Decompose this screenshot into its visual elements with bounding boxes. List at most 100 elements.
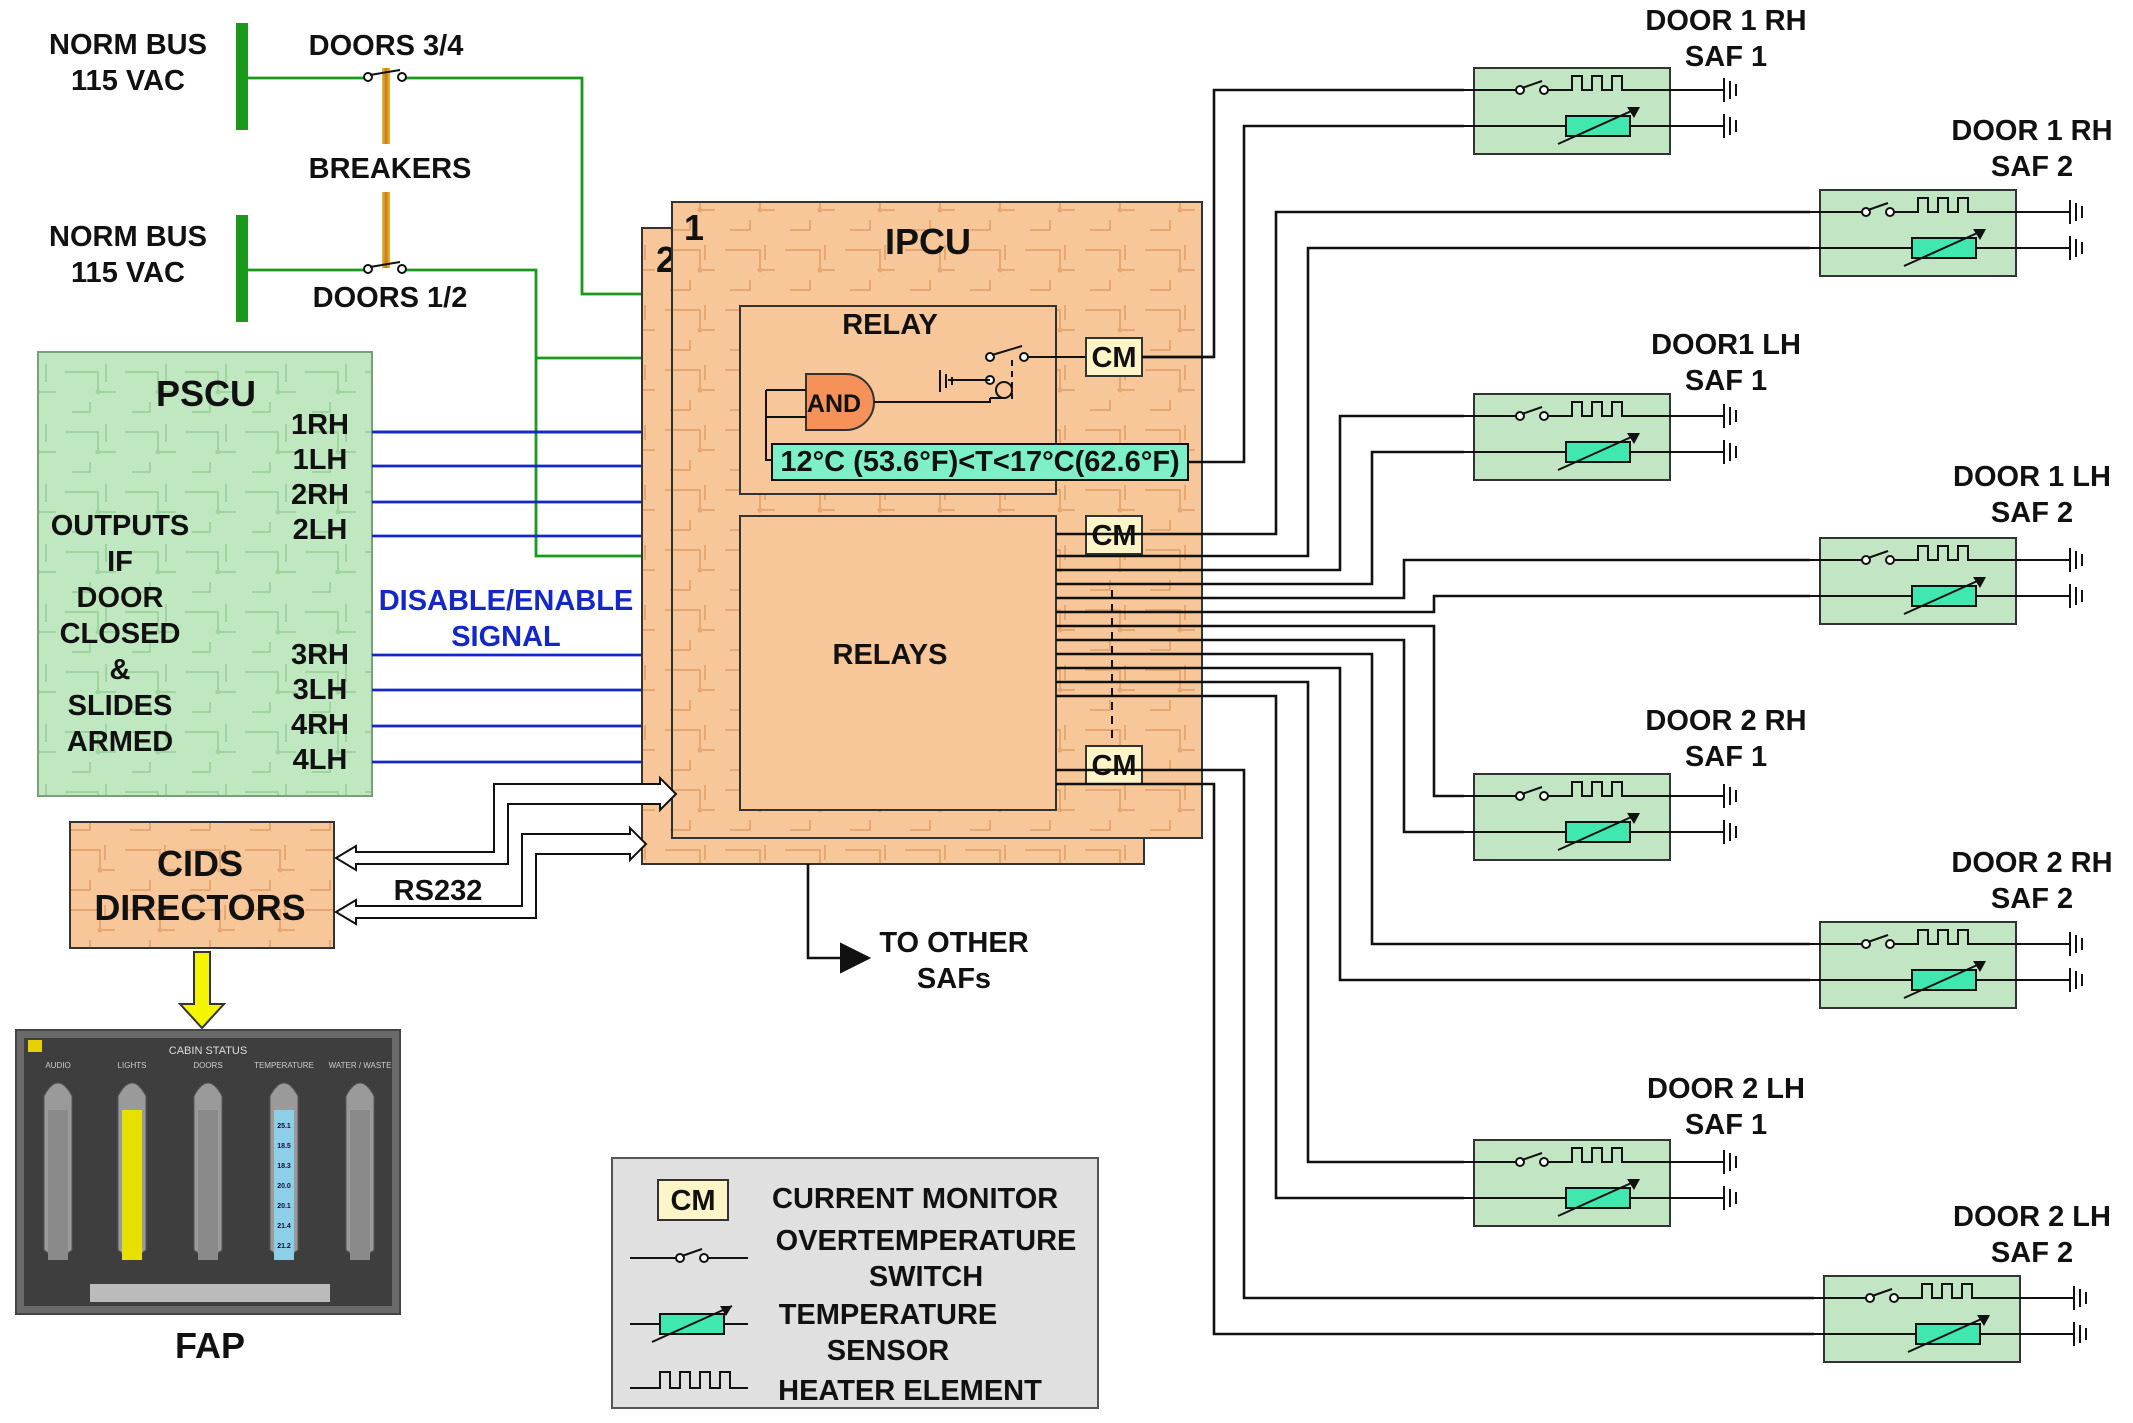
rs232-label: RS232	[394, 875, 483, 907]
fap-screen-title: CABIN STATUS	[169, 1045, 247, 1057]
legend-cm-symbol: CM	[670, 1185, 715, 1217]
saf-wire	[1056, 558, 1810, 600]
ground-icon	[2073, 1286, 2087, 1310]
fap-temp-value: 20.0	[277, 1183, 291, 1190]
ground-icon	[2073, 1322, 2087, 1346]
legend-switch-icon	[630, 1248, 748, 1263]
relay-box: RELAY AND 12°C (53.6°F)<T<17°C(62.6°F)	[739, 305, 1189, 495]
fap-column-label: WATER / WASTE	[329, 1061, 392, 1070]
ground-icon	[2069, 968, 2083, 992]
fap-column-label: DOORS	[193, 1061, 222, 1070]
ipcu-title: IPCU	[885, 221, 971, 262]
fap-temp-value: 21.4	[277, 1223, 291, 1230]
saf-wire	[1056, 638, 1464, 834]
cids-to-fap-arrow	[177, 951, 227, 1030]
ground-icon	[1723, 404, 1737, 428]
fap-temp-value: 20.1	[277, 1203, 291, 1210]
saf-wire	[1056, 782, 1814, 1336]
pscu-port-2rh: 2RH	[291, 479, 349, 511]
bus-bottom-bar	[236, 215, 248, 322]
breaker-12	[382, 192, 390, 268]
to-other-safs-line	[806, 864, 872, 974]
fap-temp-value: 25.1	[277, 1123, 291, 1130]
relays-label: RELAYS	[833, 639, 948, 671]
and-gate-icon	[805, 373, 875, 431]
ground-icon	[1723, 1186, 1737, 1210]
legend-heater-element: HEATER ELEMENT	[778, 1375, 1042, 1407]
legend-heater-icon	[630, 1371, 748, 1389]
temp-range-box	[771, 443, 1189, 481]
temp-range-text: 12°C (53.6°F)<T<17°C(62.6°F)	[780, 446, 1179, 478]
ground-icon	[1723, 784, 1737, 808]
saf-wire	[1056, 210, 1810, 536]
bus-top-bar	[236, 23, 248, 130]
saf-wire	[1056, 652, 1810, 946]
relays-box: RELAYS	[739, 515, 1113, 811]
saf-wire	[1056, 624, 1464, 798]
ground-icon	[2069, 932, 2083, 956]
fap-column-label: AUDIO	[45, 1061, 70, 1070]
saf-wire	[1056, 694, 1464, 1200]
legend-cm-box	[657, 1179, 729, 1221]
fap-temp-value: 21.2	[277, 1243, 291, 1250]
rs232-arrows	[334, 775, 678, 926]
ground-icon	[1723, 440, 1737, 464]
saf-wire	[1056, 680, 1464, 1164]
saf-wire	[1056, 450, 1464, 586]
saf-wire	[1188, 124, 1464, 464]
ground-icon	[1723, 78, 1737, 102]
ground-icon	[1723, 820, 1737, 844]
pscu-port-3rh: 3RH	[291, 639, 349, 671]
ground-icon	[2069, 236, 2083, 260]
breakers-label: BREAKERS	[309, 153, 472, 185]
fap-panel: CABIN STATUS AUDIO LIGHTS DOORS TEMPERATURE…	[15, 1029, 401, 1315]
fap-column-label: TEMPERATURE	[254, 1061, 314, 1070]
and-label: AND	[807, 390, 861, 418]
pscu-port-2lh: 2LH	[293, 514, 348, 546]
doors-34-label: DOORS 3/4	[309, 30, 464, 62]
current-monitor-3: CM	[1085, 745, 1143, 785]
svg-text:CM: CM	[1091, 750, 1136, 782]
saf-wire	[1056, 414, 1464, 572]
ground-icon	[2069, 200, 2083, 224]
fap-label: FAP	[175, 1325, 245, 1366]
doors-12-label: DOORS 1/2	[313, 282, 468, 314]
relay-label: RELAY	[842, 309, 938, 341]
legend-sensor-icon	[630, 1305, 748, 1343]
saf-wire	[1056, 768, 1814, 1300]
saf-wire	[1056, 666, 1810, 982]
ground-icon	[1723, 1150, 1737, 1174]
pscu-port-4lh: 4LH	[293, 744, 348, 776]
fap-column-label: LIGHTS	[118, 1061, 147, 1070]
pscu-title: PSCU	[156, 373, 256, 414]
saf-wire	[1056, 246, 1810, 558]
ground-icon	[2069, 584, 2083, 608]
ground-icon	[1723, 114, 1737, 138]
